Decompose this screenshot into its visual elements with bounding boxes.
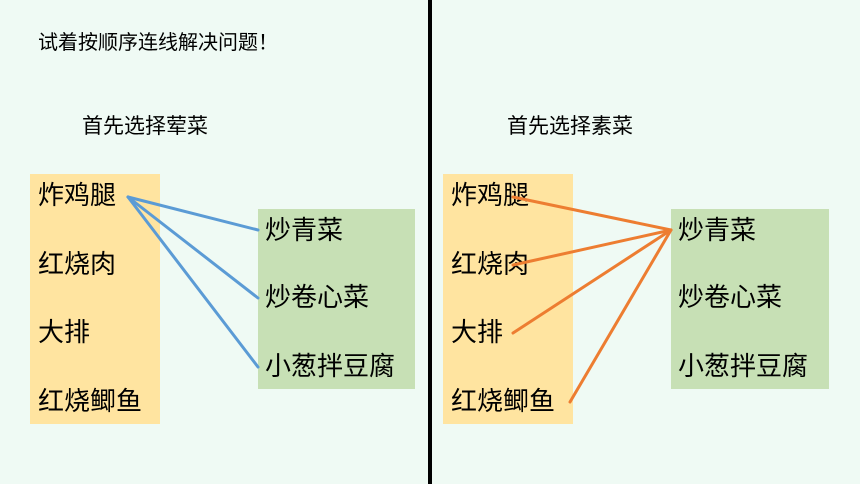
left-meat-item-braised-carp[interactable]: 红烧鲫鱼	[38, 387, 143, 417]
left-meat-item-pork-chop[interactable]: 大排	[38, 318, 91, 348]
right-connector-chicken-to-greens	[511, 195, 673, 232]
right-meat-box	[443, 174, 573, 424]
right-connector-pork-to-greens	[511, 228, 673, 267]
panel-divider	[428, 0, 432, 484]
left-veg-item-cabbage[interactable]: 炒卷心菜	[265, 283, 370, 313]
right-connector-porkchop-to-greens	[511, 228, 673, 335]
right-veg-item-tofu[interactable]: 小葱拌豆腐	[678, 352, 809, 382]
left-meat-item-chicken-leg[interactable]: 炸鸡腿	[38, 181, 117, 211]
right-meat-item-chicken-leg[interactable]: 炸鸡腿	[451, 181, 530, 211]
right-meat-item-pork-chop[interactable]: 大排	[451, 318, 504, 348]
right-veg-box	[671, 209, 829, 389]
right-veg-item-greens[interactable]: 炒青菜	[678, 216, 757, 246]
right-veg-item-cabbage[interactable]: 炒卷心菜	[678, 283, 783, 313]
right-meat-item-braised-carp[interactable]: 红烧鲫鱼	[451, 387, 556, 417]
left-panel-subtitle: 首先选择荤菜	[82, 114, 208, 138]
left-veg-item-greens[interactable]: 炒青菜	[265, 216, 344, 246]
instruction-text: 试着按顺序连线解决问题！	[38, 30, 278, 54]
left-connector-chicken-to-tofu	[126, 195, 260, 369]
left-connector-chicken-to-cabbage	[126, 195, 260, 300]
right-connector-carp-to-greens	[568, 228, 673, 404]
left-veg-item-tofu[interactable]: 小葱拌豆腐	[265, 352, 396, 382]
right-panel-subtitle: 首先选择素菜	[507, 114, 633, 138]
left-meat-box	[30, 174, 160, 424]
left-meat-item-braised-pork[interactable]: 红烧肉	[38, 250, 117, 280]
left-veg-box	[258, 209, 415, 389]
left-connector-chicken-to-greens	[126, 195, 260, 232]
